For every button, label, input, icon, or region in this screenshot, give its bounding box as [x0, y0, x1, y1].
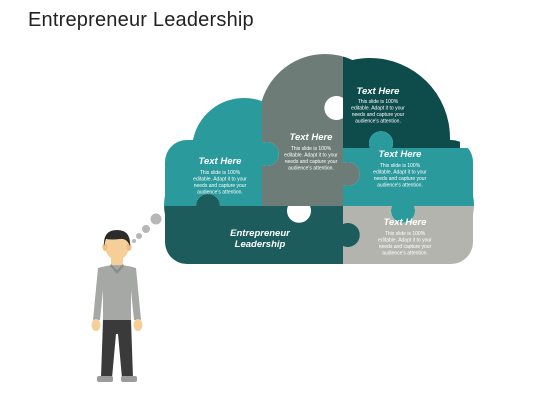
piece-title: Text Here: [199, 156, 243, 167]
piece-text-left: Text Here This slide is 100% editable. A…: [193, 156, 247, 196]
piece-text-top-right: Text Here This slide is 100% editable. A…: [351, 86, 405, 125]
piece-body-line: needs and capture your: [374, 176, 427, 182]
piece-body-line: This slide is 100%: [380, 163, 421, 169]
piece-body-line: needs and capture your: [285, 159, 338, 165]
person-hand-left: [91, 319, 101, 331]
piece-body-line: needs and capture your: [194, 183, 247, 189]
person-figure: [91, 230, 143, 382]
person-shoe-left: [97, 376, 113, 382]
slide-title: Entrepreneur Leadership: [28, 9, 254, 31]
piece-body-line: This slide is 100%: [358, 99, 399, 105]
piece-body-line: audience's attention.: [355, 119, 401, 125]
piece-text-right: Text Here This slide is 100% editable. A…: [373, 149, 427, 189]
piece-body-line: audience's attention.: [197, 190, 243, 196]
thought-dot-medium: [142, 225, 150, 233]
piece-body-line: editable. Adapt it to your: [373, 170, 427, 176]
person-hair: [103, 230, 131, 246]
puzzle-piece-bottom-right: [343, 206, 474, 264]
person-hand-right: [133, 319, 143, 331]
piece-title: Text Here: [357, 86, 401, 97]
puzzle-piece-right: [343, 131, 474, 223]
piece-body-line: This slide is 100%: [200, 170, 241, 176]
piece-body-line: needs and capture your: [352, 112, 405, 118]
person-pants: [101, 320, 133, 378]
piece-body-line: This slide is 100%: [291, 146, 332, 152]
center-label: Entrepreneur Leadership: [230, 228, 291, 250]
person-shoe-right: [121, 376, 137, 382]
piece-body-line: editable. Adapt it to your: [193, 177, 247, 183]
piece-body-line: editable. Adapt it to your: [378, 238, 432, 244]
piece-body-line: audience's attention.: [377, 183, 423, 189]
thought-bubble-dots: [132, 213, 162, 243]
piece-body-line: needs and capture your: [379, 244, 432, 250]
piece-body-line: This slide is 100%: [385, 231, 426, 237]
center-label-line2: Leadership: [235, 239, 286, 250]
thought-dot-large: [150, 213, 162, 225]
piece-title: Text Here: [384, 217, 428, 228]
piece-title: Text Here: [290, 132, 334, 143]
puzzle-piece-top-middle: [262, 54, 360, 206]
piece-body-line: audience's attention.: [382, 251, 428, 257]
piece-text-bottom-right: Text Here This slide is 100% editable. A…: [378, 217, 432, 257]
piece-body-line: audience's attention.: [288, 166, 334, 172]
person-shirt: [93, 265, 141, 320]
piece-title: Text Here: [379, 149, 423, 160]
puzzle-piece-leadership: [164, 194, 360, 264]
thought-dot-tiny: [132, 239, 136, 243]
thought-dot-small: [136, 233, 142, 239]
piece-body-line: editable. Adapt it to your: [351, 106, 405, 112]
center-label-line1: Entrepreneur: [230, 228, 291, 239]
piece-body-line: editable. Adapt it to your: [284, 153, 338, 159]
piece-text-top-middle: Text Here This slide is 100% editable. A…: [284, 132, 338, 172]
